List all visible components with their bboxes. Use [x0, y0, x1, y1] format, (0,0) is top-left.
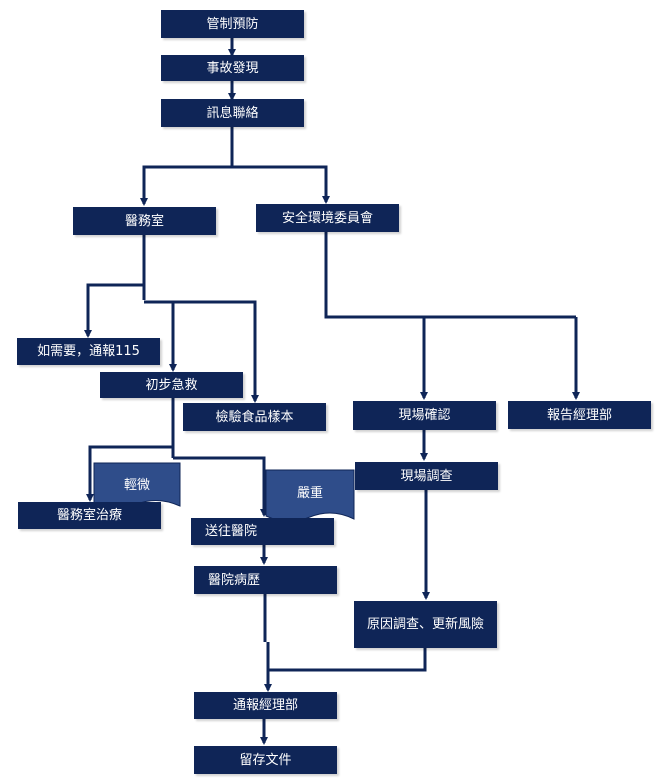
node-safety-committee: 安全環境委員會: [256, 204, 399, 232]
node-to-hospital: 送往醫院: [191, 518, 334, 545]
node-food-sample: 檢驗食品樣本: [183, 403, 326, 431]
arrow-to-room-treatment: [86, 445, 173, 502]
arrow-contact-to-safety-committee: [232, 165, 330, 204]
node-discovery: 事故發現: [161, 55, 304, 81]
arrow-to-hospital: [173, 456, 268, 517]
minor-tag-label: 輕微: [123, 478, 150, 493]
node-site-investigate: 現場調查: [355, 462, 498, 490]
node-site-confirm: 現場確認: [353, 401, 496, 430]
node-call-115: 如需要，通報115: [17, 338, 160, 365]
arrow-to-call-115: [84, 283, 144, 338]
node-room-treatment: 醫務室治療: [18, 502, 161, 529]
node-cause-investigation: 原因調查、更新風險: [354, 601, 497, 648]
line-committee-trunk: [324, 232, 576, 319]
node-archive: 留存文件: [194, 746, 337, 774]
node-medical-room: 醫務室: [73, 207, 216, 235]
arrow-contact-to-medical-room: [140, 165, 232, 206]
node-contact: 訊息聯絡: [161, 99, 304, 127]
node-hospital-record: 醫院病歷: [194, 566, 337, 594]
node-control: 管制預防: [161, 10, 304, 38]
severe-tag-label: 嚴重: [296, 486, 323, 501]
line-merge: [266, 642, 427, 672]
node-first-aid: 初步急救: [100, 372, 243, 398]
node-notify-manager: 通報經理部: [194, 692, 337, 719]
arrow-to-food-sample: [144, 300, 259, 403]
node-report-manager: 報告經理部: [508, 401, 651, 429]
